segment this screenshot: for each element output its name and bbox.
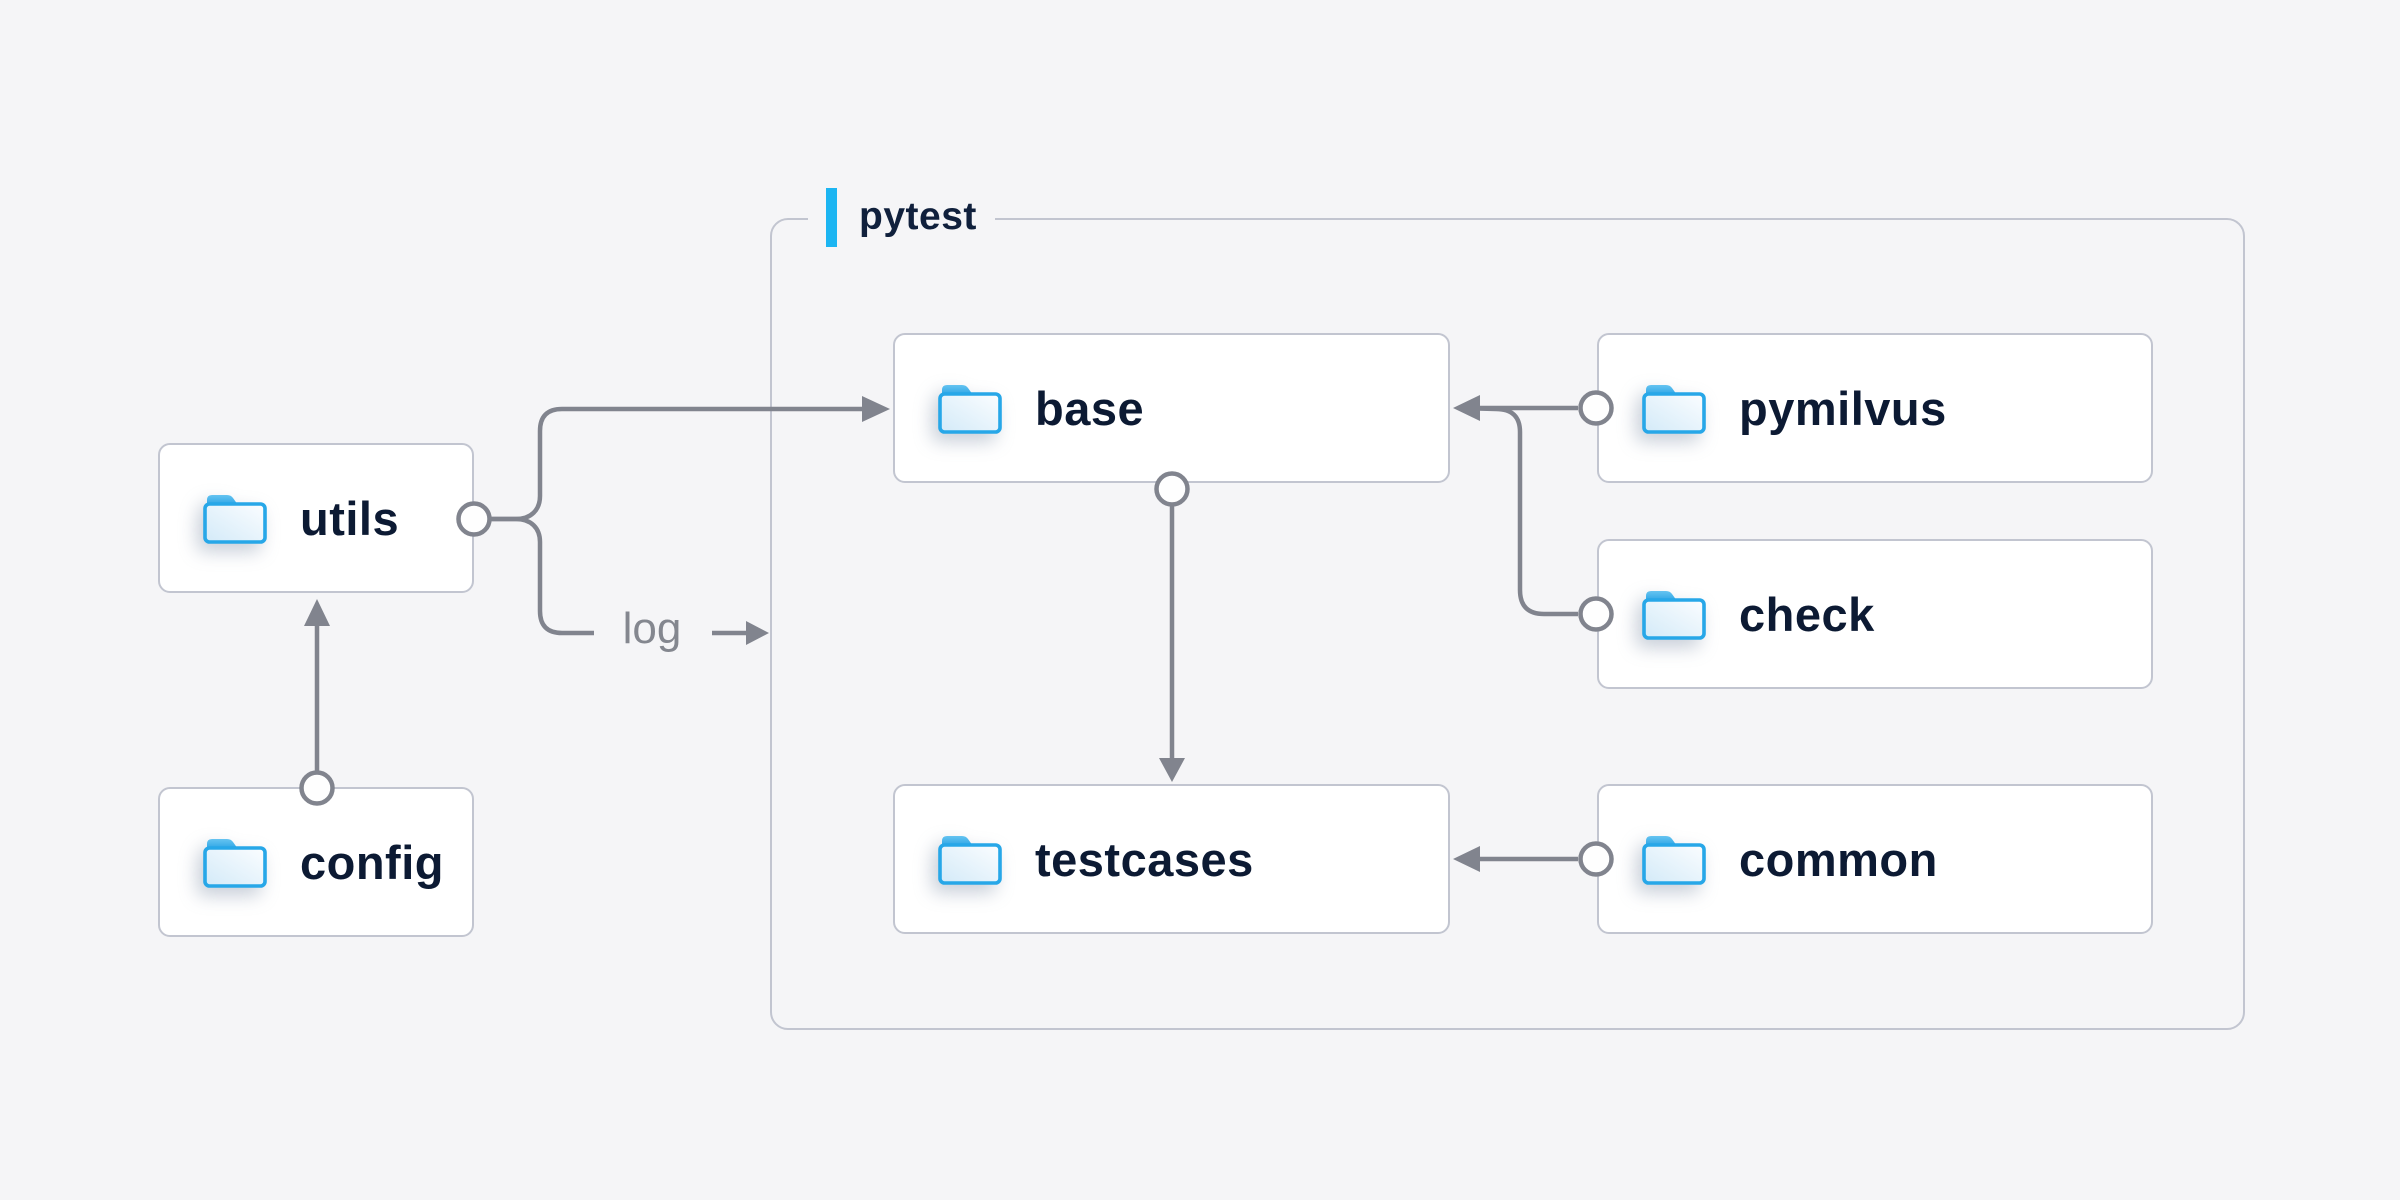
node-testcases: testcases	[893, 784, 1450, 934]
folder-icon	[938, 836, 1002, 885]
folder-icon	[1642, 385, 1706, 434]
node-utils: utils	[158, 443, 474, 593]
folder-icon	[1642, 836, 1706, 885]
node-label: utils	[300, 491, 400, 545]
node-label: config	[300, 835, 444, 889]
edge-config-utils	[304, 599, 330, 771]
pytest-group-box	[770, 218, 2245, 1030]
node-base: base	[893, 333, 1450, 483]
node-common: common	[1597, 784, 2153, 934]
edge-label-log: log	[622, 604, 682, 653]
folder-icon	[203, 495, 267, 544]
folder-icon	[203, 839, 267, 888]
node-label: base	[1035, 381, 1145, 435]
node-label: pymilvus	[1739, 381, 1947, 435]
folder-icon	[1642, 591, 1706, 640]
node-label: testcases	[1035, 832, 1254, 886]
group-title: pytest	[859, 195, 977, 238]
accent-bar-icon	[826, 187, 837, 247]
node-label: check	[1739, 587, 1875, 641]
node-config: config	[158, 787, 474, 937]
pytest-group-label: pytest	[808, 186, 995, 248]
node-pymilvus: pymilvus	[1597, 333, 2153, 483]
node-label: common	[1739, 832, 1938, 886]
folder-icon	[938, 385, 1002, 434]
node-check: check	[1597, 539, 2153, 689]
